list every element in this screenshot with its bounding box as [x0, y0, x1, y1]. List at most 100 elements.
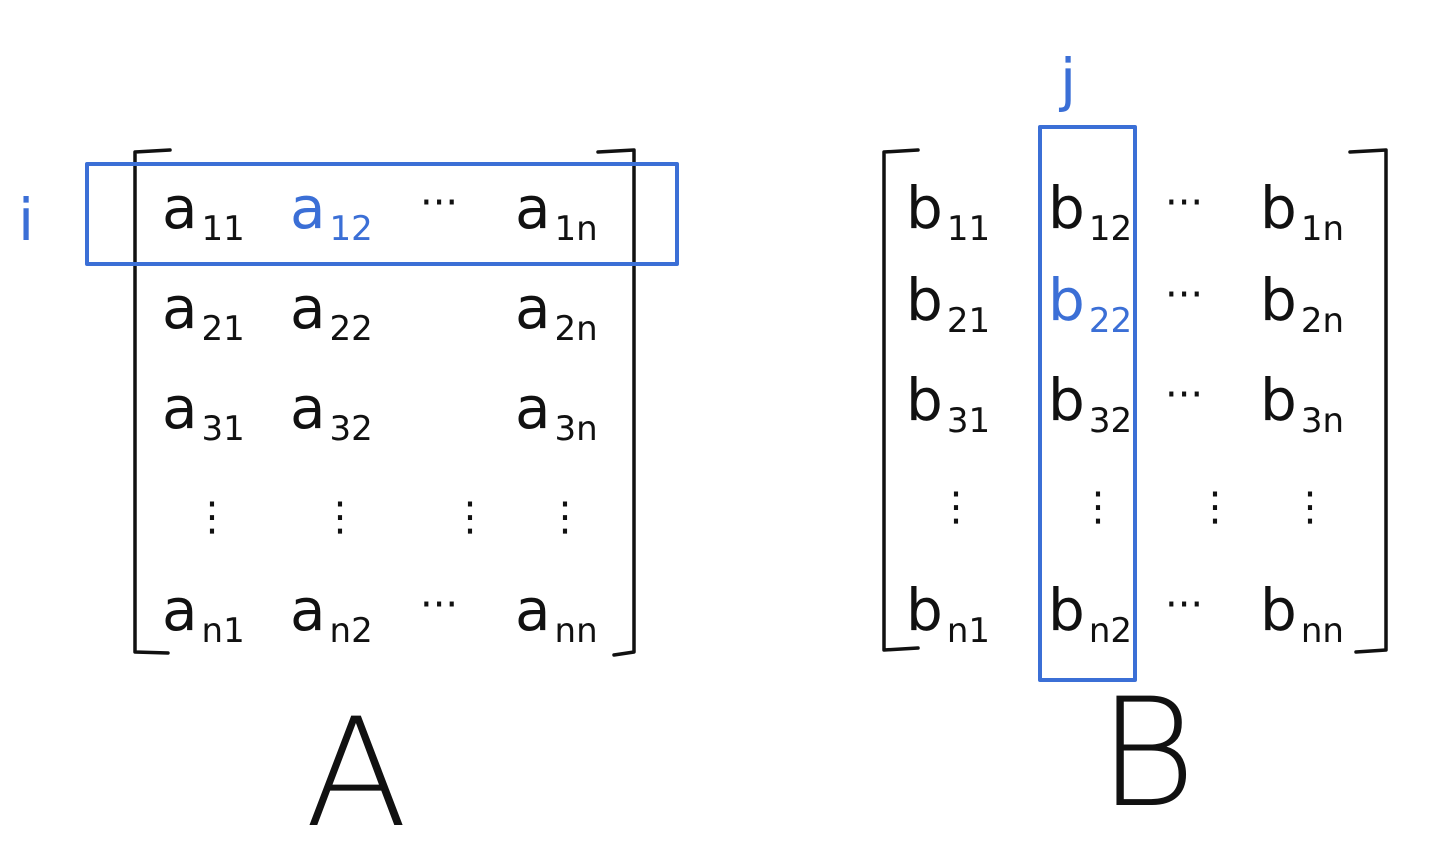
entry-base: b	[1260, 174, 1297, 242]
entry-subscript: 12	[330, 209, 373, 249]
entry-base: b	[1048, 174, 1085, 242]
entry-base: a	[515, 174, 551, 242]
entry-subscript: 2n	[555, 309, 598, 349]
vertical-ellipsis: ⋮	[1078, 484, 1118, 530]
matrix-a-right-bracket	[596, 148, 636, 657]
entry-base: a	[515, 576, 551, 644]
entry-base: a	[290, 274, 326, 342]
entry-base: b	[906, 266, 943, 334]
entry-subscript: 21	[947, 301, 990, 341]
entry-base: b	[906, 366, 943, 434]
entry-base: a	[290, 374, 326, 442]
entry-subscript: 11	[947, 209, 990, 249]
entry-subscript: 11	[202, 209, 245, 249]
entry-subscript: nn	[1301, 611, 1344, 651]
entry-base: b	[906, 576, 943, 644]
horizontal-ellipsis: ···	[420, 180, 458, 226]
entry-subscript: n2	[330, 611, 373, 651]
entry-subscript: 32	[1089, 401, 1132, 441]
entry-subscript: 31	[202, 409, 245, 449]
vertical-ellipsis: ⋮	[192, 494, 232, 540]
horizontal-ellipsis: ···	[1165, 180, 1203, 226]
entry-base: a	[162, 576, 198, 644]
entry-base: b	[906, 174, 943, 242]
horizontal-ellipsis: ···	[1165, 582, 1203, 628]
vertical-ellipsis: ⋮	[936, 484, 976, 530]
matrix-a-label: A	[305, 687, 408, 861]
entry-base: a	[162, 174, 198, 242]
entry-subscript: 3n	[555, 409, 598, 449]
matrix-b-left-bracket	[882, 148, 920, 652]
horizontal-ellipsis: ···	[1165, 272, 1203, 318]
entry-base: a	[515, 274, 551, 342]
entry-subscript: n1	[202, 611, 245, 651]
matrix-b-label: B	[1098, 667, 1196, 841]
entry-subscript: n2	[1089, 611, 1132, 651]
entry-base: a	[515, 374, 551, 442]
entry-subscript: 3n	[1301, 401, 1344, 441]
entry-subscript: 12	[1089, 209, 1132, 249]
matrix-b-right-bracket	[1348, 148, 1388, 654]
entry-base: b	[1048, 266, 1085, 334]
matrix-a-left-bracket	[133, 148, 172, 655]
horizontal-ellipsis: ···	[1165, 372, 1203, 418]
vertical-ellipsis: ⋮	[450, 494, 490, 540]
column-j-highlight-box	[1038, 125, 1137, 682]
entry-subscript: n1	[947, 611, 990, 651]
entry-subscript: 21	[202, 309, 245, 349]
entry-base: b	[1260, 266, 1297, 334]
vertical-ellipsis: ⋮	[1290, 484, 1330, 530]
horizontal-ellipsis: ···	[420, 582, 458, 628]
row-label-i: i	[18, 186, 34, 254]
row-i-highlight-box	[85, 162, 679, 266]
vertical-ellipsis: ⋮	[1195, 484, 1235, 530]
entry-subscript: 1n	[555, 209, 598, 249]
entry-subscript: 1n	[1301, 209, 1344, 249]
entry-base: a	[162, 274, 198, 342]
entry-subscript: 22	[1089, 301, 1132, 341]
column-label-j: j	[1058, 46, 1076, 114]
entry-base: b	[1260, 576, 1297, 644]
entry-subscript: nn	[555, 611, 598, 651]
entry-base: b	[1048, 366, 1085, 434]
entry-subscript: 32	[330, 409, 373, 449]
entry-base: a	[162, 374, 198, 442]
entry-base: b	[1260, 366, 1297, 434]
vertical-ellipsis: ⋮	[320, 494, 360, 540]
entry-base: a	[290, 576, 326, 644]
entry-subscript: 31	[947, 401, 990, 441]
vertical-ellipsis: ⋮	[545, 494, 585, 540]
entry-subscript: 2n	[1301, 301, 1344, 341]
entry-base: a	[290, 174, 326, 242]
entry-subscript: 22	[330, 309, 373, 349]
